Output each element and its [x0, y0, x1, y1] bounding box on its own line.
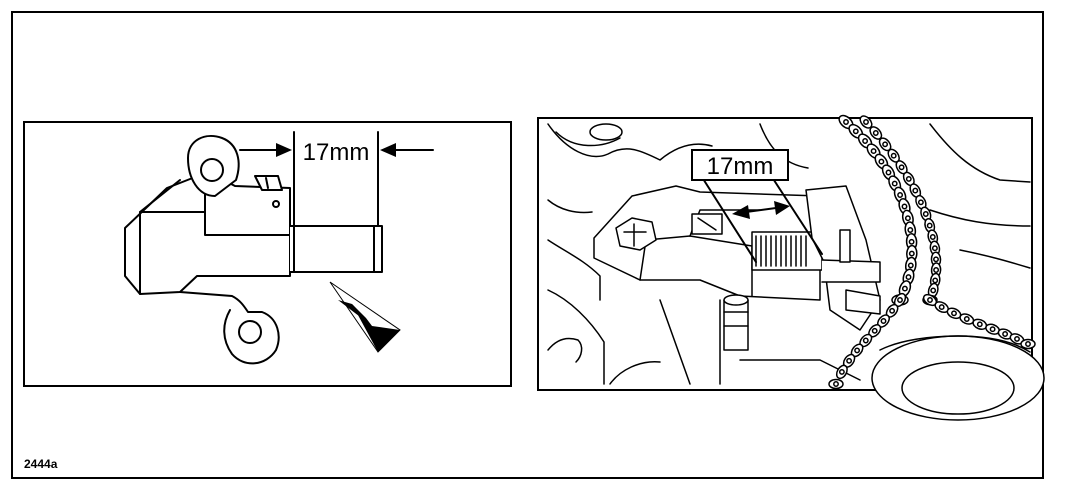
- chain-pin: [838, 368, 845, 375]
- left-dimension-label: 17mm: [303, 139, 370, 166]
- upper-bolt-hole: [200, 158, 224, 182]
- chain-pin: [933, 256, 939, 263]
- chain-pin: [871, 327, 878, 334]
- chain-pin: [931, 245, 938, 252]
- chain-pin: [885, 169, 892, 176]
- chain-pin: [938, 304, 945, 311]
- chain-pin: [890, 152, 897, 159]
- chain-pin: [901, 285, 908, 292]
- chain-pin: [863, 119, 869, 125]
- chain-pin: [878, 158, 885, 165]
- figure-code: 2444a: [24, 457, 58, 471]
- chain-pin: [976, 321, 983, 328]
- chain-pin: [922, 211, 929, 217]
- chain-pin: [846, 357, 853, 364]
- chain-pin: [898, 164, 905, 171]
- chain-pin: [927, 297, 933, 303]
- right-dimension-label-box: [691, 149, 789, 181]
- chain-pin: [862, 138, 869, 144]
- left-panel: 17mm: [23, 121, 512, 387]
- dimension-arrow-left: [239, 143, 292, 157]
- push-direction-arrow: [329, 281, 401, 353]
- chain-pin: [901, 203, 908, 210]
- lower-bolt-hole: [238, 320, 262, 344]
- engine-installation-drawing: [547, 123, 1045, 421]
- dimension-arrow-right: [380, 143, 434, 157]
- chain-pin: [929, 234, 936, 240]
- chain-pin: [904, 215, 911, 222]
- chain-pin: [854, 347, 861, 354]
- right-dimension-label: 17mm: [707, 153, 774, 180]
- chain-pin: [917, 199, 924, 206]
- chain-pin: [870, 148, 877, 155]
- chain-pin: [1014, 335, 1020, 342]
- chain-pin: [905, 274, 912, 281]
- chain-pin: [889, 307, 896, 314]
- chain-pin: [1025, 341, 1031, 347]
- chain-pin: [989, 326, 996, 333]
- chain-pin: [951, 310, 957, 317]
- double-dimension-arrow: [732, 201, 790, 219]
- chain-pin: [908, 250, 915, 257]
- chain-pin: [862, 337, 869, 344]
- chain-pin: [833, 381, 839, 387]
- chain-pin: [880, 318, 887, 324]
- timing-chain: [828, 114, 1036, 390]
- chain-pin: [897, 297, 903, 303]
- chain-pin: [932, 277, 939, 284]
- chain-pin: [1002, 331, 1009, 337]
- tensioner-drawing: [124, 135, 383, 365]
- chain-pin: [872, 130, 879, 136]
- chain-pin: [926, 222, 933, 229]
- chain-pin: [891, 180, 898, 187]
- chain-pin: [843, 119, 849, 125]
- chain-pin: [908, 238, 915, 245]
- chain-pin: [963, 316, 970, 322]
- chain-pin: [912, 187, 919, 194]
- chain-pin: [882, 141, 889, 148]
- chain-pin: [930, 287, 937, 294]
- chain-pin: [907, 227, 914, 233]
- chain-pin: [933, 267, 940, 273]
- right-panel: 17mm: [537, 114, 1045, 421]
- chain-pin: [907, 262, 914, 269]
- chain-pin: [905, 175, 912, 182]
- chain-pin: [852, 128, 859, 135]
- measure-line-left: [699, 173, 757, 263]
- measure-line-right: [769, 173, 823, 255]
- chain-pin: [897, 192, 904, 198]
